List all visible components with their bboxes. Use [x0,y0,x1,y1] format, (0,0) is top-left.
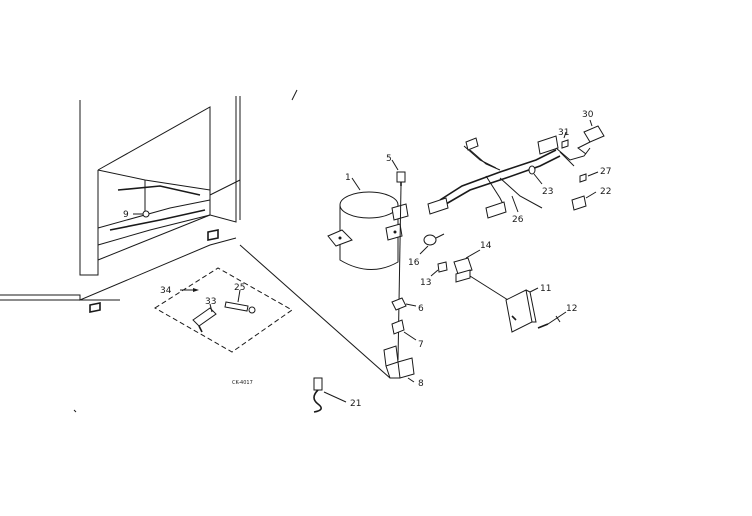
part-21-clip: 21 [313,377,361,413]
callout-14: 14 [480,241,492,251]
part-1-compressor: 1 [327,173,409,271]
part-31-screw: 31 [558,128,569,149]
part-23-clip: 23 [528,165,553,197]
callout-23: 23 [542,187,553,197]
part-30-thermostat: 30 [577,110,605,155]
callout-27: 27 [600,167,611,177]
part-33-tube: 33 [192,297,217,333]
part-34-kit: 34 [154,267,293,353]
callout-34: 34 [160,286,172,296]
callout-7: 7 [418,340,424,350]
callout-13: 13 [420,278,431,288]
callout-8: 8 [418,379,424,389]
callout-1: 1 [345,173,351,183]
cabinet-outline [0,89,298,313]
part-12-screw: 12 [537,304,577,329]
callout-11: 11 [540,284,551,294]
part-26-wiring-harness: 26 [427,135,591,225]
callout-21: 21 [350,399,361,409]
part-14-relay: 14 [453,241,492,283]
callout-33: 33 [205,297,216,307]
callout-25: 25 [234,283,245,293]
callout-16: 16 [408,258,420,268]
callout-9: 9 [123,210,129,220]
guide-line-cabinet-to-bracket [239,244,391,379]
part-9-screw: 9 [123,210,150,220]
callout-22: 22 [600,187,611,197]
guide-line-relay-to-cover [469,275,509,301]
callout-12: 12 [566,304,577,314]
part-13-clip: 13 [420,261,448,288]
part-27-screw: 27 [579,167,611,183]
callout-26: 26 [512,215,524,225]
callout-6: 6 [418,304,424,314]
part-22-connector: 22 [571,187,611,211]
part-16-grommet: 16 [408,233,445,268]
callout-5: 5 [386,154,392,164]
part-8-bracket: 8 [383,345,424,389]
part-7-sleeve: 7 [391,319,424,350]
callout-31: 31 [558,128,569,138]
part-25-tube: 25 [224,283,256,314]
part-6-grommet: 6 [391,297,424,314]
callout-30: 30 [582,110,594,120]
part-5-bolt: 5 [386,154,406,186]
figure-code: CK-4017 [232,380,253,386]
part-11-cover: 11 [505,284,551,333]
stray-mark [73,409,77,413]
